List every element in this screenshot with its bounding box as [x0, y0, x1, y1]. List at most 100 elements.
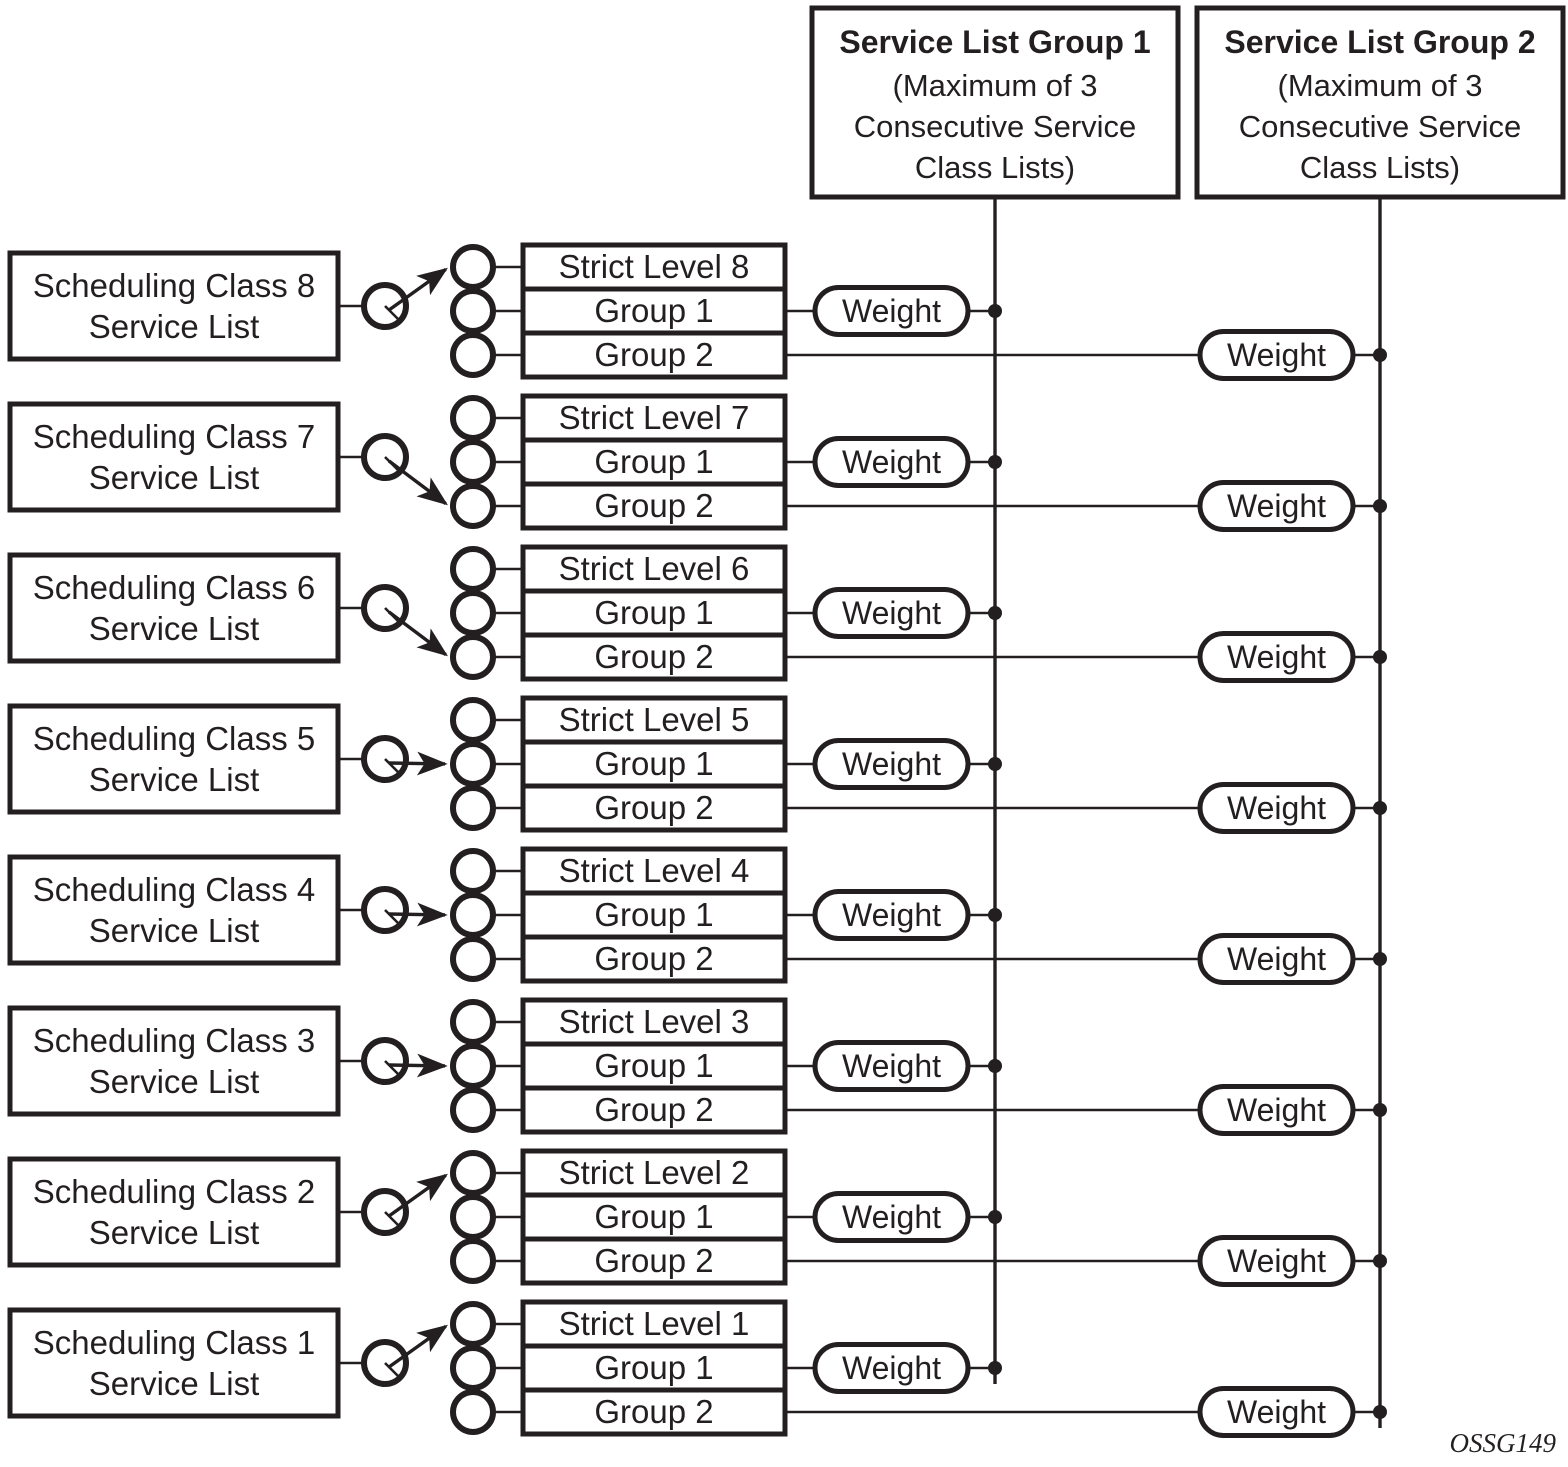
- header-subtitle-line: (Maximum of 3: [893, 68, 1098, 103]
- weight-pill-group1-label: Weight: [842, 293, 941, 329]
- scheduling-class-box-8: [7, 250, 341, 362]
- switch-arrow-8: [388, 267, 448, 312]
- port-circle-group2-2[interactable]: [450, 1238, 496, 1284]
- header-box-service-list-group-1: Service List Group 1(Maximum of 3Consecu…: [809, 5, 1181, 200]
- strict-level-cell-4[interactable]: [520, 846, 788, 896]
- port-circle-strict-5[interactable]: [450, 697, 496, 743]
- strict-level-cell-5[interactable]: [520, 695, 788, 745]
- strict-level-cell-label: Strict Level 3: [559, 1003, 750, 1040]
- bus1-junction-dot: [988, 304, 1002, 318]
- port-circle-strict-2[interactable]: [450, 1150, 496, 1196]
- port-circle-group2-3[interactable]: [450, 1087, 496, 1133]
- header-subtitle-line: Consecutive Service: [1239, 109, 1522, 144]
- bus2-junction-dot: [1373, 952, 1387, 966]
- port-circle-group1-4[interactable]: [450, 892, 496, 938]
- bus1-junction-dot: [988, 908, 1002, 922]
- strict-level-cell-7[interactable]: [520, 393, 788, 443]
- strict-level-cell-6[interactable]: [520, 544, 788, 594]
- header-subtitle-line: Consecutive Service: [854, 109, 1137, 144]
- group-1-cell-1[interactable]: [520, 1343, 788, 1393]
- strict-level-cell-label: Strict Level 7: [559, 399, 750, 436]
- strict-level-cell-8[interactable]: [520, 242, 788, 292]
- group-1-cell-label: Group 1: [594, 594, 713, 631]
- port-circle-group1-2[interactable]: [450, 1194, 496, 1240]
- port-circle-group1-7[interactable]: [450, 439, 496, 485]
- group-1-cell-2[interactable]: [520, 1192, 788, 1242]
- header-subtitle-line: Class Lists): [915, 150, 1075, 185]
- weight-pill-group2-label: Weight: [1227, 1092, 1326, 1128]
- port-circle-group1-5[interactable]: [450, 741, 496, 787]
- scheduling-class-label-line1: Scheduling Class 2: [33, 1173, 316, 1210]
- bus1-junction-dot: [988, 1210, 1002, 1224]
- bus2-junction-dot: [1373, 1254, 1387, 1268]
- weight-pill-group2-label: Weight: [1227, 941, 1326, 977]
- bus1-junction-dot: [988, 757, 1002, 771]
- group-2-cell-1[interactable]: [520, 1387, 788, 1437]
- port-circle-group1-3[interactable]: [450, 1043, 496, 1089]
- scheduling-class-label-line2: Service List: [89, 912, 260, 949]
- group-1-cell-7[interactable]: [520, 437, 788, 487]
- port-circle-strict-3[interactable]: [450, 999, 496, 1045]
- scheduling-class-label-line2: Service List: [89, 1214, 260, 1251]
- weight-pill-group2-label: Weight: [1227, 639, 1326, 675]
- switch-pivot-tick: [384, 758, 399, 773]
- group-2-cell-label: Group 2: [594, 336, 713, 373]
- switch-arrow-2: [388, 1173, 448, 1218]
- group-2-cell-label: Group 2: [594, 1242, 713, 1279]
- scheduling-class-label-line1: Scheduling Class 4: [33, 871, 316, 908]
- group-1-cell-label: Group 1: [594, 896, 713, 933]
- switch-arrow-3: [388, 1053, 448, 1078]
- weight-pill-group2-label: Weight: [1227, 488, 1326, 524]
- group-1-cell-label: Group 1: [594, 1349, 713, 1386]
- group-1-cell-3[interactable]: [520, 1041, 788, 1091]
- group-2-cell-2[interactable]: [520, 1236, 788, 1286]
- port-circle-group1-1[interactable]: [450, 1345, 496, 1391]
- group-2-cell-6[interactable]: [520, 632, 788, 682]
- bus2-junction-dot: [1373, 1103, 1387, 1117]
- header-subtitle-line: (Maximum of 3: [1278, 68, 1483, 103]
- strict-level-cell-2[interactable]: [520, 1148, 788, 1198]
- port-circle-strict-7[interactable]: [450, 395, 496, 441]
- weight-pill-group2-label: Weight: [1227, 790, 1326, 826]
- switch-arrow-5: [388, 751, 448, 776]
- strict-level-cell-label: Strict Level 5: [559, 701, 750, 738]
- port-circle-strict-1[interactable]: [450, 1301, 496, 1347]
- port-circle-group2-7[interactable]: [450, 483, 496, 529]
- port-circle-group1-8[interactable]: [450, 288, 496, 334]
- port-circle-group2-1[interactable]: [450, 1389, 496, 1435]
- port-circle-group2-5[interactable]: [450, 785, 496, 831]
- group-2-cell-label: Group 2: [594, 638, 713, 675]
- port-circle-group2-4[interactable]: [450, 936, 496, 982]
- switch-arrow-7: [387, 459, 448, 506]
- group-2-cell-8[interactable]: [520, 330, 788, 380]
- scheduling-class-label-line2: Service List: [89, 308, 260, 345]
- weight-pill-group1-label: Weight: [842, 746, 941, 782]
- bus1-junction-dot: [988, 1361, 1002, 1375]
- group-1-cell-label: Group 1: [594, 1047, 713, 1084]
- group-2-cell-3[interactable]: [520, 1085, 788, 1135]
- weight-pill-group2-label: Weight: [1227, 1394, 1326, 1430]
- port-circle-group1-6[interactable]: [450, 590, 496, 636]
- scheduling-class-box-3: [7, 1005, 341, 1117]
- strict-level-cell-label: Strict Level 2: [559, 1154, 750, 1191]
- port-circle-strict-8[interactable]: [450, 244, 496, 290]
- scheduling-class-label-line2: Service List: [89, 459, 260, 496]
- bus2-junction-dot: [1373, 801, 1387, 815]
- switch-pivot-tick: [384, 1211, 399, 1226]
- scheduling-class-label-line1: Scheduling Class 7: [33, 418, 316, 455]
- group-2-cell-7[interactable]: [520, 481, 788, 531]
- header-box-outline: [1194, 5, 1566, 200]
- port-circle-group2-8[interactable]: [450, 332, 496, 378]
- bus1-junction-dot: [988, 455, 1002, 469]
- bus2-junction-dot: [1373, 348, 1387, 362]
- port-circle-strict-4[interactable]: [450, 848, 496, 894]
- switch-pivot-tick: [384, 607, 399, 622]
- switch-pivot-tick: [384, 456, 399, 471]
- bus1-junction-dot: [988, 606, 1002, 620]
- switch-arrow-4: [388, 902, 448, 927]
- port-circle-strict-6[interactable]: [450, 546, 496, 592]
- port-circle-group2-6[interactable]: [450, 634, 496, 680]
- weight-pill-group1-label: Weight: [842, 1048, 941, 1084]
- scheduling-class-label-line1: Scheduling Class 6: [33, 569, 316, 606]
